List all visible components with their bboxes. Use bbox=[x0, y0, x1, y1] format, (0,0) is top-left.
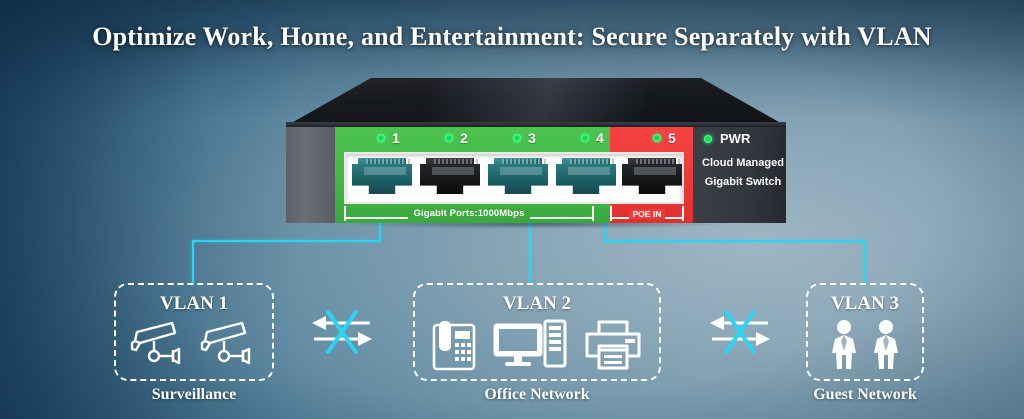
rj45-highlight-5 bbox=[634, 167, 676, 175]
vlan-3-caption: Guest Network bbox=[813, 386, 917, 403]
wire-port1-horizontal bbox=[192, 240, 381, 242]
rj45-contacts-1 bbox=[366, 159, 410, 166]
rj45-highlight-4 bbox=[568, 167, 610, 175]
rj45-port-3[interactable] bbox=[488, 158, 548, 202]
vlan-2-caption: Office Network bbox=[484, 386, 590, 403]
port-label-bands: Gigabit Ports:1000Mbps POE IN bbox=[344, 206, 684, 221]
port-number-2: 2 bbox=[460, 130, 468, 146]
printer-icon bbox=[585, 320, 641, 370]
port-indicator-4[interactable]: 4 bbox=[581, 131, 604, 145]
vlan-1-title: VLAN 1 bbox=[159, 293, 229, 314]
wire-port1-drop bbox=[192, 240, 194, 284]
poe-in-label: POE IN bbox=[628, 208, 666, 219]
rj45-lip-1 bbox=[358, 158, 410, 167]
device-brand-line-1: Cloud Managed bbox=[702, 157, 784, 169]
page-title: Optimize Work, Home, and Entertainment: … bbox=[92, 22, 932, 51]
port-led-icon-5 bbox=[653, 134, 661, 142]
port-led-row: 1 2 3 4 5 bbox=[335, 129, 693, 151]
rj45-highlight-2 bbox=[432, 167, 474, 175]
rj45-contacts-5 bbox=[636, 159, 680, 166]
vlan-group-1[interactable]: VLAN 1 bbox=[114, 283, 274, 381]
vlan-2-icons bbox=[415, 319, 659, 371]
vlan-1-icons bbox=[116, 319, 272, 371]
rj45-contacts-2 bbox=[434, 159, 478, 166]
vlan-3-title: VLAN 3 bbox=[830, 293, 900, 314]
port-number-3: 3 bbox=[528, 130, 536, 146]
person-icon bbox=[874, 320, 898, 369]
port-led-icon-1 bbox=[377, 134, 385, 142]
port-indicator-3[interactable]: 3 bbox=[513, 131, 536, 145]
rj45-highlight-1 bbox=[364, 167, 406, 175]
gigabit-ports-bracket: Gigabit Ports:1000Mbps bbox=[344, 206, 594, 221]
port-number-1: 1 bbox=[392, 130, 400, 146]
rj45-port-1[interactable] bbox=[352, 158, 412, 202]
port-led-icon-4 bbox=[581, 134, 589, 142]
wire-port4-horizontal bbox=[604, 240, 866, 242]
device-front-lip bbox=[286, 122, 786, 128]
rj45-lip-5 bbox=[628, 158, 680, 167]
rj45-highlight-3 bbox=[500, 167, 542, 175]
port-indicator-2[interactable]: 2 bbox=[445, 131, 468, 145]
vlan-3-icons bbox=[808, 319, 922, 371]
blocked-bidirectional-traffic-icon bbox=[312, 310, 372, 354]
power-indicator: PWR bbox=[704, 131, 750, 146]
wire-port3-vertical bbox=[529, 186, 531, 284]
rj45-port-5[interactable] bbox=[622, 158, 682, 202]
security-camera-icon bbox=[130, 321, 181, 365]
port-indicator-5[interactable]: 5 bbox=[653, 131, 676, 145]
rj45-lip-2 bbox=[426, 158, 478, 167]
port-led-icon-2 bbox=[445, 134, 453, 142]
vlan-1-caption: Surveillance bbox=[151, 386, 237, 403]
blocked-bidirectional-traffic-icon bbox=[710, 310, 770, 354]
power-led-icon bbox=[704, 134, 712, 143]
vlan-group-2[interactable]: VLAN 2 bbox=[413, 283, 661, 381]
rj45-port-4[interactable] bbox=[556, 158, 616, 202]
rj45-contacts-4 bbox=[570, 159, 614, 166]
device-top-panel bbox=[286, 78, 786, 126]
wire-port4-drop bbox=[864, 240, 866, 284]
rj45-port-well bbox=[344, 152, 684, 204]
port-led-icon-3 bbox=[513, 134, 521, 142]
port-number-4: 4 bbox=[596, 130, 604, 146]
port-indicator-1[interactable]: 1 bbox=[377, 131, 400, 145]
device-left-plate bbox=[286, 127, 335, 223]
device-brand-line-2: Gigabit Switch bbox=[704, 176, 782, 188]
rj45-contacts-3 bbox=[502, 159, 546, 166]
desk-phone-icon bbox=[432, 321, 476, 371]
security-camera-icon bbox=[200, 321, 251, 365]
rj45-lip-3 bbox=[494, 158, 546, 167]
device-front-face: 1 2 3 4 5 bbox=[286, 127, 786, 223]
rj45-port-2[interactable] bbox=[420, 158, 480, 202]
gigabit-ports-label: Gigabit Ports:1000Mbps bbox=[407, 208, 531, 219]
person-icon bbox=[832, 320, 856, 369]
rj45-lip-4 bbox=[562, 158, 614, 167]
blocked-traffic-left bbox=[308, 306, 376, 367]
poe-in-bracket: POE IN bbox=[610, 206, 684, 221]
desktop-computer-icon bbox=[493, 319, 567, 368]
port-number-5: 5 bbox=[668, 130, 676, 146]
blocked-traffic-right bbox=[706, 306, 774, 367]
device-brand-plate bbox=[693, 127, 786, 223]
device-top-gloss bbox=[286, 78, 786, 126]
power-label: PWR bbox=[720, 131, 751, 146]
vlan-2-title: VLAN 2 bbox=[502, 293, 572, 314]
vlan-group-3[interactable]: VLAN 3 bbox=[806, 283, 924, 381]
network-switch-device[interactable]: 1 2 3 4 5 bbox=[286, 78, 786, 230]
